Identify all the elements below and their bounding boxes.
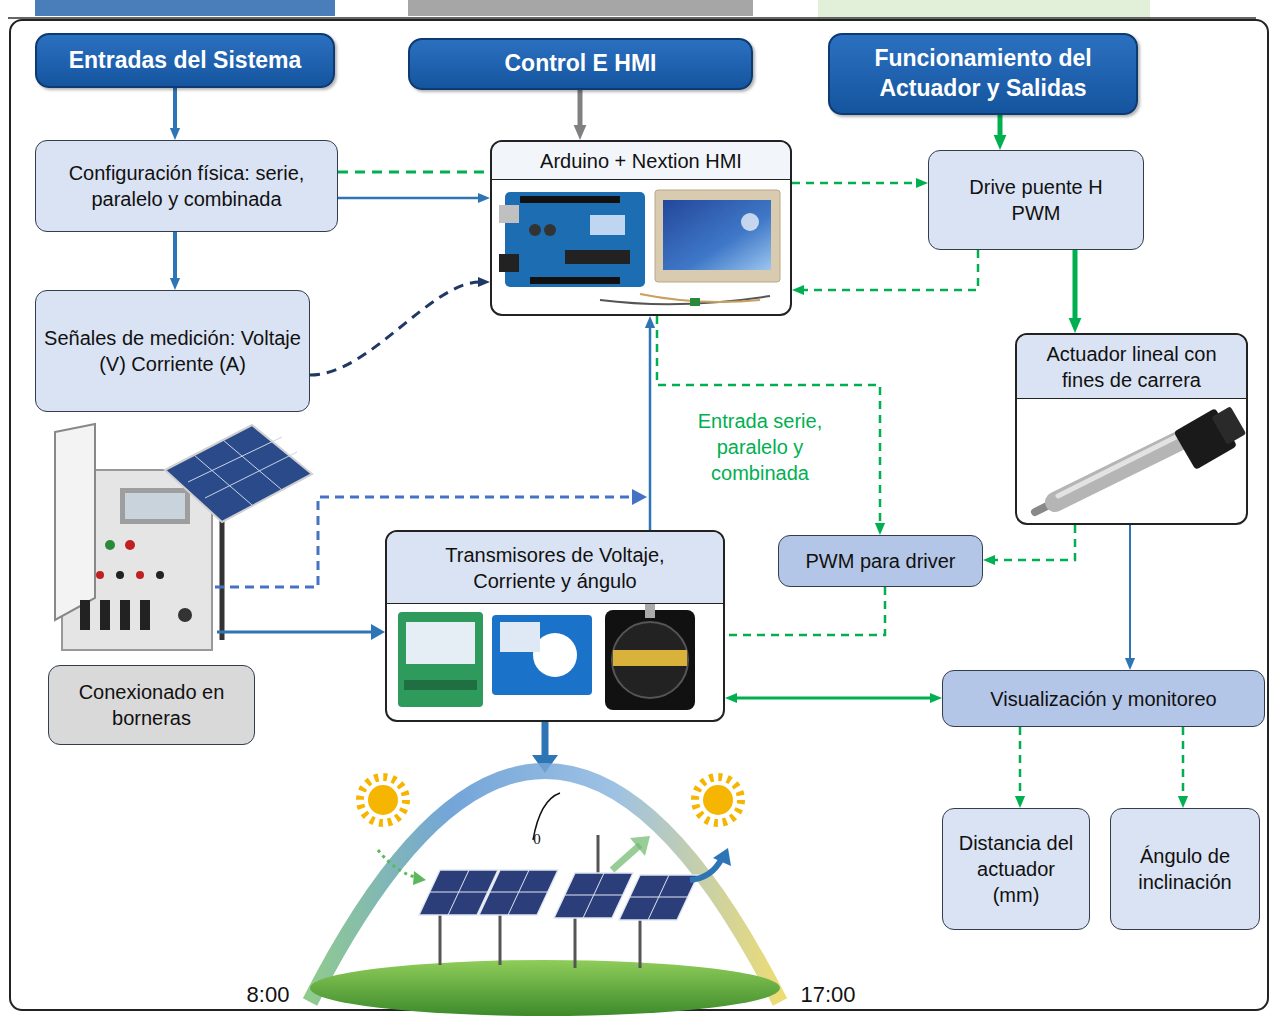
connector-line (1129, 525, 1131, 660)
arrowhead (983, 555, 995, 565)
arrowhead (1178, 796, 1188, 808)
connector-line (1182, 727, 1185, 798)
connector-line (1073, 250, 1078, 321)
connector-line (338, 197, 480, 200)
linear-actuator-picture (1035, 401, 1249, 512)
actuator-box: Actuador lineal con fines de carrera (1015, 333, 1248, 525)
node-title: Configuración física: serie, paralelo y … (44, 160, 329, 212)
section-header: Funcionamiento del Actuador y Salidas (828, 33, 1138, 115)
top-bands (8, 0, 1256, 18)
arrowhead (916, 178, 928, 188)
arrowhead (170, 278, 180, 290)
arrowhead (875, 523, 885, 535)
connector (645, 316, 655, 530)
connector-line (173, 88, 177, 130)
caption-box: Conexionado en borneras (48, 665, 255, 745)
connector-line (1019, 727, 1022, 798)
sun-path-illustration (310, 771, 780, 1016)
output-box: Distancia del actuador (mm) (942, 808, 1090, 930)
node-title: Visualización y monitoreo (990, 686, 1216, 712)
connector-line (802, 250, 978, 290)
angle-label: 0 (527, 830, 547, 850)
arrowhead (478, 277, 490, 287)
connector (792, 178, 928, 188)
arrowhead (930, 693, 942, 703)
process-box: Visualización y monitoreo (942, 670, 1265, 727)
connector (338, 172, 490, 173)
connector (1125, 525, 1135, 670)
output-box: Ángulo de inclinación (1110, 808, 1260, 930)
connector (1178, 727, 1188, 808)
arrowhead (645, 316, 655, 328)
connector (1069, 250, 1082, 333)
node-title: Conexionado en borneras (62, 679, 242, 731)
process-box: PWM para driver (778, 535, 983, 587)
node-title: Funcionamiento del Actuador y Salidas (838, 44, 1128, 104)
arrowhead (1015, 796, 1025, 808)
node-title: PWM para driver (805, 548, 955, 574)
process-box: Configuración física: serie, paralelo y … (35, 140, 338, 232)
connector (574, 90, 587, 140)
connector-line (725, 587, 885, 635)
connector (983, 525, 1075, 565)
connector-line (338, 171, 490, 174)
node-title: Transmisores de Voltaje, Corriente y áng… (430, 542, 680, 594)
box-header: Arduino + Nextion HMI (492, 142, 790, 180)
section-header: Entradas del Sistema (35, 33, 335, 88)
connector-line (173, 232, 177, 280)
connector (725, 587, 885, 635)
section-header: Control E HMI (408, 38, 753, 90)
solar-cabinet-photo (55, 424, 312, 650)
connector-line (993, 525, 1075, 560)
connector-line (649, 326, 652, 530)
connector (170, 88, 180, 140)
process-box: Señales de medición: Voltaje (V) Corrien… (35, 290, 310, 412)
sensor-box: Transmisores de Voltaje, Corriente y áng… (385, 530, 725, 722)
frame (10, 20, 1268, 1010)
node-title: Ángulo de inclinación (1119, 843, 1251, 895)
node-title: Distancia del actuador (mm) (951, 830, 1081, 908)
connector (170, 232, 180, 290)
connector (1015, 727, 1025, 808)
transmitters-picture (398, 604, 695, 710)
connector (725, 693, 942, 703)
time-label: 8:00 (236, 981, 300, 1010)
node-title: Señales de medición: Voltaje (V) Corrien… (44, 325, 301, 377)
process-box: Drive puente H PWM (928, 150, 1144, 250)
arrowhead (1069, 318, 1082, 333)
connector-line (792, 182, 918, 185)
connector (310, 277, 490, 375)
arrowhead (170, 128, 180, 140)
box-header: Transmisores de Voltaje, Corriente y áng… (387, 532, 723, 604)
connector-line (578, 90, 583, 128)
connector-line (998, 115, 1003, 138)
connector-line (310, 282, 480, 375)
connector-line (735, 697, 933, 700)
arrowhead (574, 125, 587, 140)
connector (657, 316, 885, 535)
connector (994, 115, 1007, 150)
node-title: Drive puente H PWM (951, 174, 1121, 226)
node-title: Arduino + Nextion HMI (540, 148, 742, 174)
node-title: Actuador lineal con fines de carrera (1027, 341, 1237, 393)
node-title: Control E HMI (504, 49, 656, 79)
arrowhead (1125, 658, 1135, 670)
controller-box: Arduino + Nextion HMI (490, 140, 792, 316)
connector (338, 193, 490, 203)
connector (792, 250, 978, 295)
time-label: 17:00 (790, 981, 866, 1010)
arrowhead (994, 135, 1007, 150)
connector-line (657, 316, 880, 525)
arduino-nextion-picture (499, 190, 780, 306)
node-title: Entradas del Sistema (69, 46, 302, 76)
arrowhead (792, 285, 804, 295)
connector-label: Entrada serie, paralelo y combinada (672, 408, 848, 486)
arrowhead (725, 693, 737, 703)
arrowhead (478, 193, 490, 203)
box-header: Actuador lineal con fines de carrera (1017, 335, 1246, 399)
